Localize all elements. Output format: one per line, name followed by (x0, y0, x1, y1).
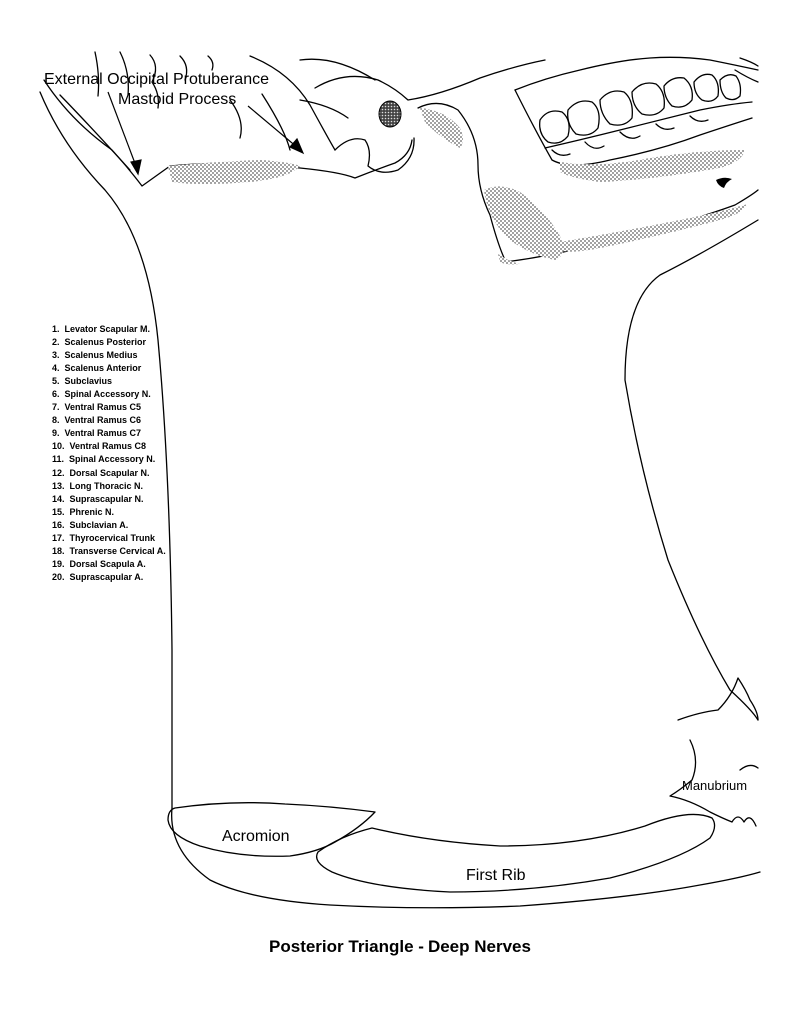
nasal-edge (739, 57, 759, 67)
arrowhead-eop (130, 159, 142, 176)
lower-tooth-1 (551, 149, 571, 156)
legend-item: 18.Transverse Cervical A. (52, 545, 166, 556)
lower-tooth-5 (689, 115, 709, 122)
zygomatic-arch (314, 59, 546, 101)
label-external-occipital-protuberance: External Occipital Protuberance (44, 71, 269, 88)
legend-item: 5.Subclavius (52, 376, 113, 387)
arrow-external-occipital-protuberance (107, 91, 137, 167)
shoulder-outline (171, 807, 761, 909)
skull-vault-line-2 (119, 51, 129, 96)
label-mastoid-process: Mastoid Process (118, 91, 237, 108)
title-part-2: Deep Nerves (427, 937, 531, 956)
skull-vault-line-6 (229, 99, 242, 139)
legend-list: 1.Levator Scapular M. 2.Scalenus Posteri… (52, 323, 166, 584)
tooth-2 (567, 100, 600, 136)
legend-item: 15.Phrenic N. (52, 506, 115, 517)
skull-vault-line-4 (179, 55, 188, 81)
legend-item: 4.Scalenus Anterior (52, 363, 142, 374)
lower-teeth-line (544, 101, 753, 149)
posterior-neck-outline (39, 91, 173, 809)
legend-item: 1.Levator Scapular M. (52, 324, 151, 334)
manubrium-outline (677, 677, 759, 721)
title-part-1: Posterior Triangle - (269, 937, 424, 956)
tooth-3 (599, 90, 633, 126)
legend-item: 6.Spinal Accessory N. (52, 389, 151, 400)
legend-item: 14.Suprascapular N. (52, 493, 144, 504)
skull-vault-line-1 (94, 51, 100, 97)
legend-item: 3.Scalenus Medius (52, 350, 138, 361)
tooth-7 (719, 74, 742, 101)
first-rib-outline (315, 813, 716, 893)
legend-item: 20.Suprascapular A. (52, 571, 144, 582)
tooth-6 (693, 73, 720, 102)
lower-tooth-3 (619, 131, 641, 139)
skull-vault-line-5 (207, 55, 214, 71)
lower-tooth-4 (655, 123, 675, 130)
skull-vault-line-7 (261, 93, 291, 151)
lower-tooth-2 (584, 141, 605, 149)
skull-vault-line-8 (249, 55, 336, 151)
mastoid-process (334, 137, 415, 173)
temporal-line (299, 99, 349, 119)
tooth-1 (539, 110, 570, 144)
arrow-mastoid-process (247, 105, 299, 149)
page-title: Posterior Triangle - Deep Nerves (0, 937, 800, 957)
mandible-body-upper (514, 89, 753, 166)
anterior-neck-outline (624, 219, 759, 721)
ear-canal (378, 100, 402, 128)
legend-item: 19.Dorsal Scapula A. (52, 558, 146, 569)
label-manubrium: Manubrium (682, 778, 748, 793)
orbit-edge (734, 69, 759, 83)
stipple-occipital (168, 160, 300, 184)
stipple-chin (498, 254, 520, 265)
legend-item: 16.Subclavian A. (52, 519, 129, 530)
legend-item: 9.Ventral Ramus C7 (52, 428, 142, 439)
manubrium-jag (739, 764, 759, 771)
legend-item: 11.Spinal Accessory N. (52, 454, 156, 465)
legend-item: 7.Ventral Ramus C5 (52, 402, 142, 413)
maxilla-outline (514, 56, 759, 91)
label-acromion: Acromion (222, 828, 290, 845)
manubrium-lower (669, 739, 757, 827)
legend-item: 13.Long Thoracic N. (52, 480, 144, 491)
legend-item: 2.Scalenus Posterior (52, 337, 147, 348)
skull-vault-line-9 (299, 58, 376, 81)
legend-item: 12.Dorsal Scapular N. (52, 467, 150, 478)
legend-item: 17.Thyrocervical Trunk (52, 532, 156, 543)
stipple-masseter (484, 186, 564, 260)
mental-foramen (716, 177, 732, 188)
tooth-4 (631, 82, 665, 116)
mandible-ramus (417, 102, 506, 261)
arrowhead-mastoid (289, 137, 305, 155)
skull-vault-line-3 (149, 54, 160, 109)
stipple-temporal (420, 108, 463, 148)
legend-item: 8.Ventral Ramus C6 (52, 415, 142, 426)
occipital-inner-line (59, 94, 131, 171)
stipple-jaw-upper (560, 150, 745, 182)
legend-item: 10.Ventral Ramus C8 (52, 441, 147, 452)
stipple-jaw-lower (560, 204, 748, 252)
label-first-rib: First Rib (466, 867, 526, 884)
tooth-5 (663, 77, 693, 108)
